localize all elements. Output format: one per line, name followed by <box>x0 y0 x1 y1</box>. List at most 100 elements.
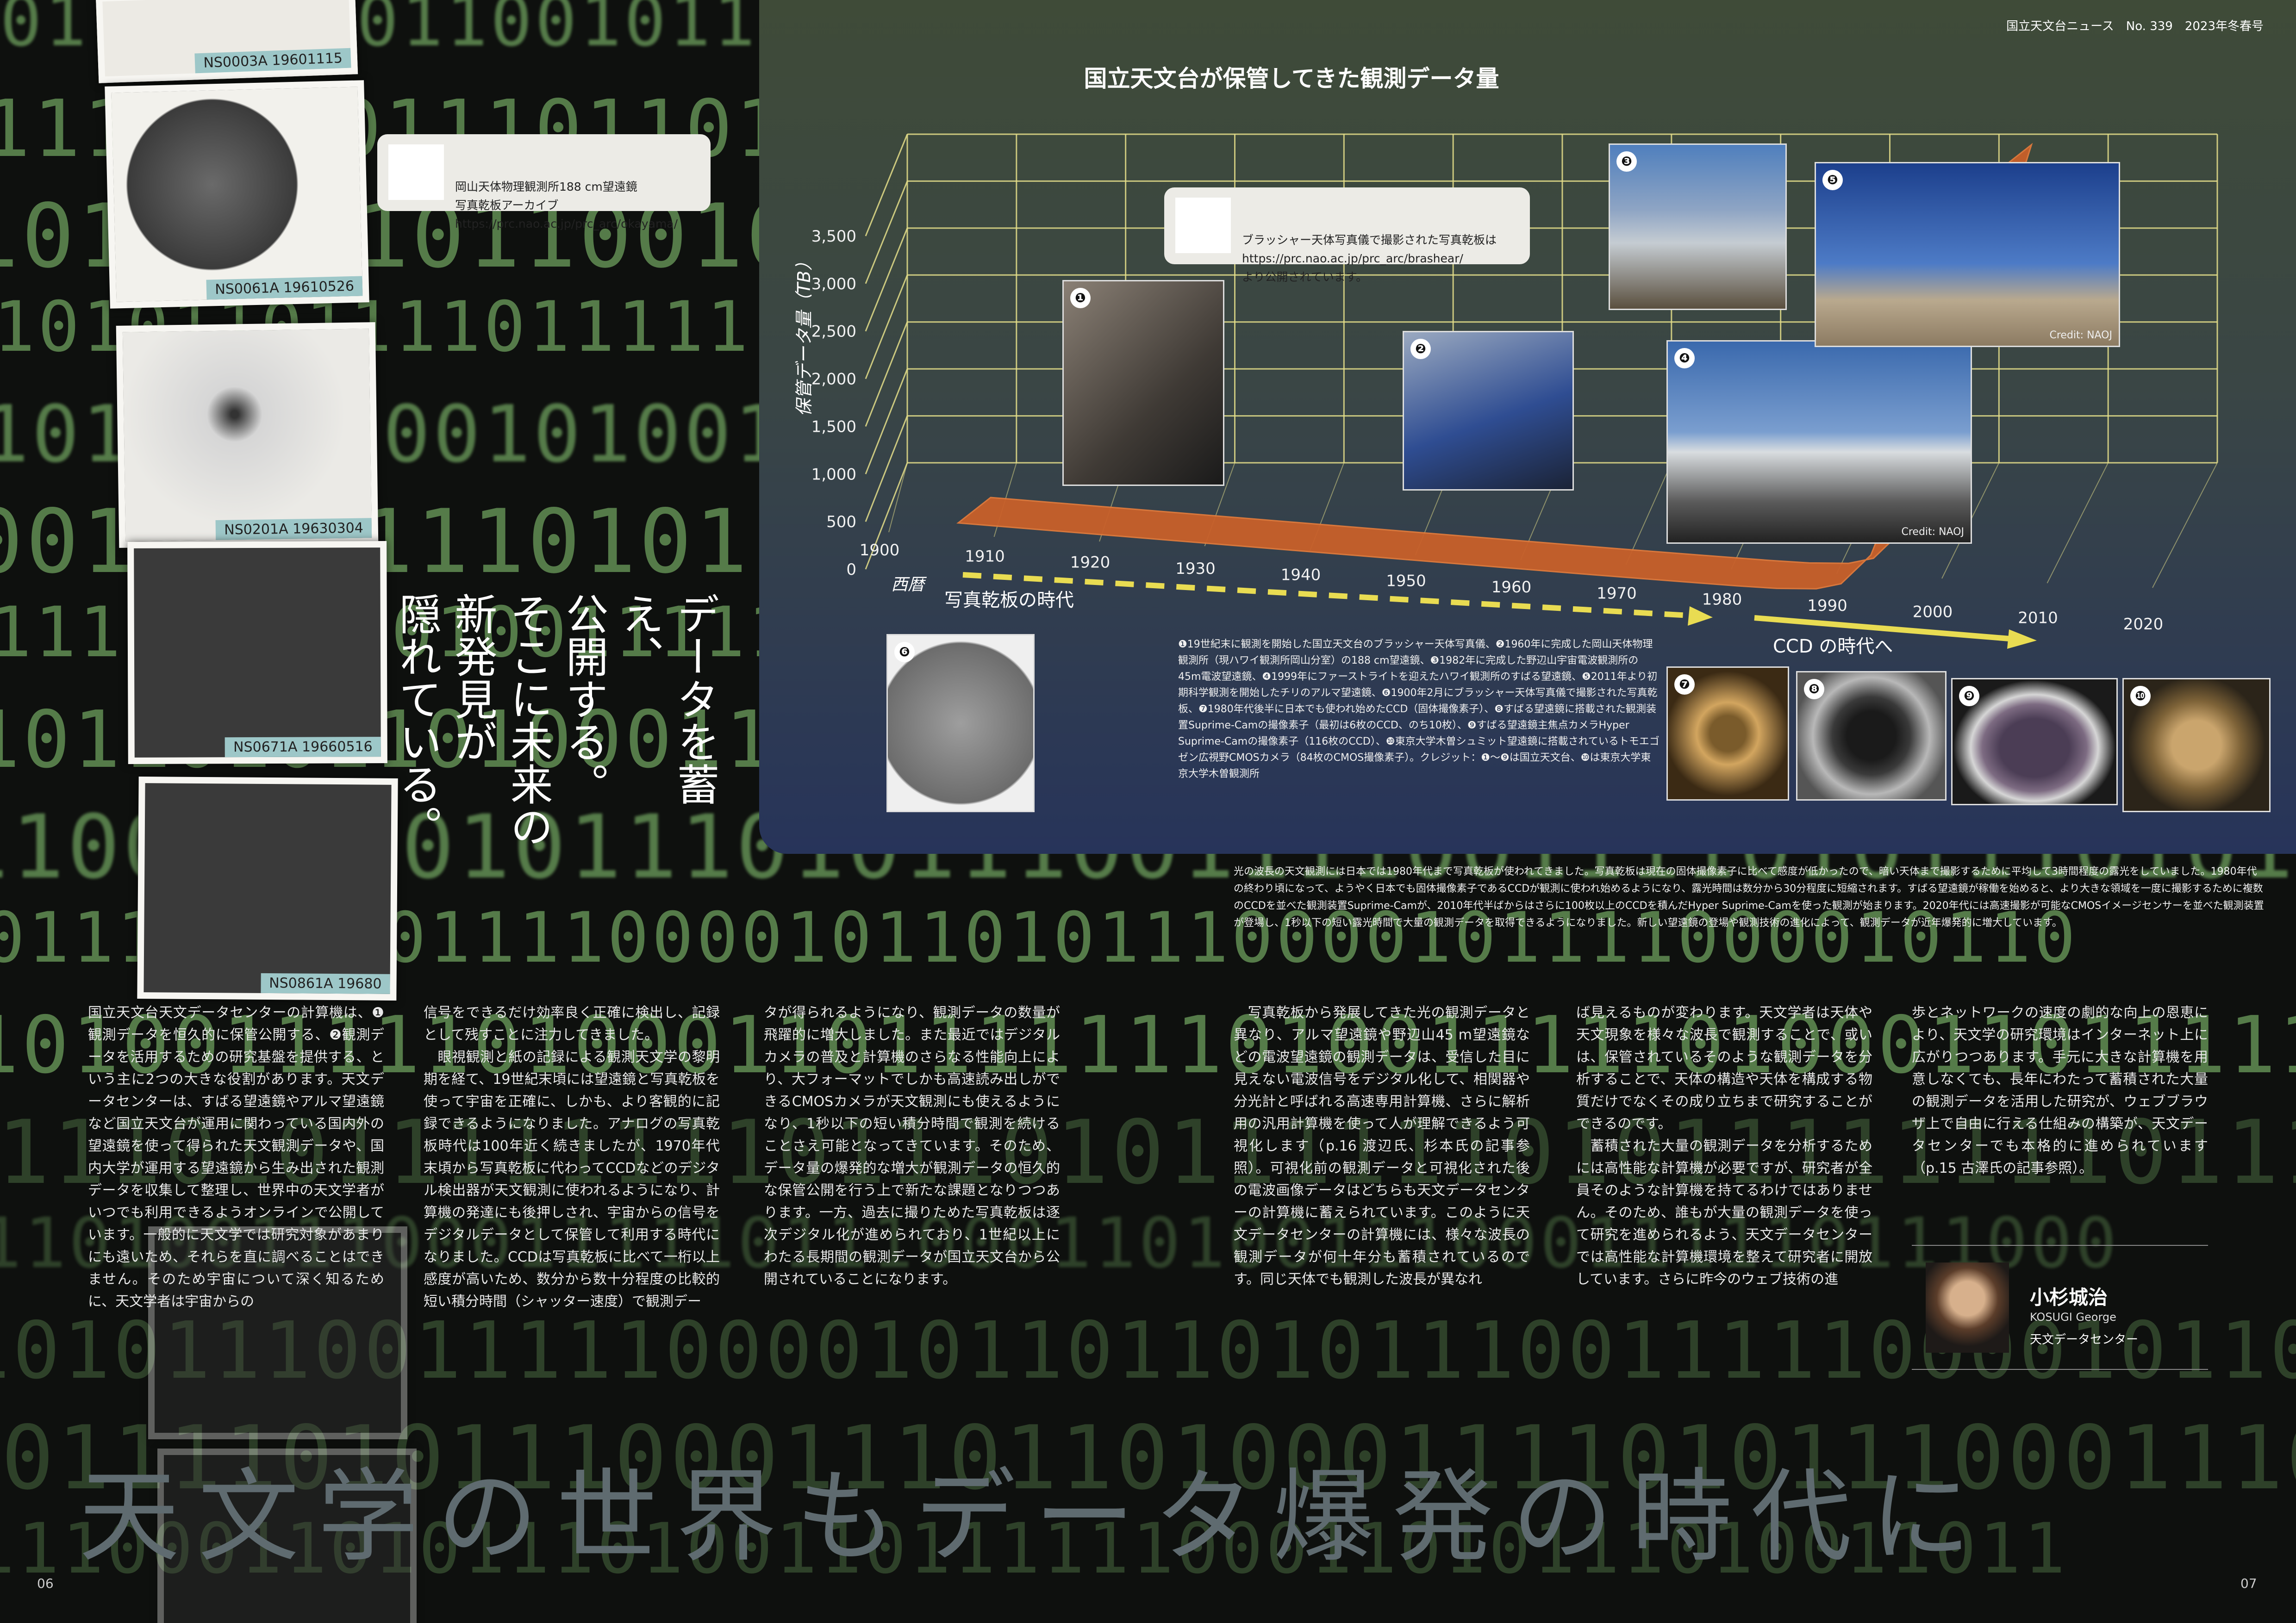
photographic-plate: NS0201A 19630304 <box>116 322 379 548</box>
headline-line-1: データを蓄え、 <box>614 592 719 805</box>
okayama-callout: 岡山天体物理観測所188 cm望遠鏡 写真乾板アーカイブ https://prc… <box>377 134 711 230</box>
x-tick-label: 1940 <box>1281 566 1321 584</box>
photo-nobeyama-radio: ❸ <box>1609 143 1787 310</box>
photo-number-badge: ❷ <box>1410 339 1431 359</box>
gridline <box>865 416 908 522</box>
photo-number-badge: ❹ <box>1674 348 1695 368</box>
photo-tomoe-gozen: ❿ <box>2122 678 2271 812</box>
photographic-plate <box>148 1226 407 1439</box>
era-label-photographic: 写真乾板の時代 <box>944 590 1074 611</box>
okayama-callout-text: 岡山天体物理観測所188 cm望遠鏡 写真乾板アーカイブ https://prc… <box>455 180 678 230</box>
chart-panel: 国立天文台ニュース No. 339 2023年冬春号 国立天文台が保管してきた観… <box>759 0 2296 854</box>
photo-number-badge: ❼ <box>1674 674 1695 695</box>
plate-id-label: NS0003A 19601115 <box>194 48 351 74</box>
photo-number-badge: ❽ <box>1804 679 1824 699</box>
page-number-right: 07 <box>2240 1576 2257 1591</box>
author-affiliation: 天文データセンター <box>2030 1333 2139 1347</box>
binary-row: 0011110101110001110110100011110101110001… <box>0 1407 2296 1509</box>
x-tick-label: 2000 <box>1913 603 1953 621</box>
era-arrowhead <box>1688 606 1713 626</box>
headline-line-5: 隠れている。 <box>392 592 442 848</box>
gridline <box>865 274 908 379</box>
headline: データを蓄え、 公開する。 そこに未来の 新発見が 隠れている。 <box>392 592 722 852</box>
binary-row: 1110101111111101110101111110101111111101… <box>0 1101 2296 1204</box>
headline-line-2: 公開する。 <box>559 592 608 805</box>
photo-plate-1900: ❻ <box>886 634 1035 812</box>
page-title: 天文学の世界もデータ爆発の時代に <box>79 1459 1990 1576</box>
photographic-plate: NS0861A 19680 <box>137 777 398 1001</box>
photo-ccd-1980s: ❼ <box>1666 666 1789 801</box>
photo-number-badge: ❺ <box>1822 170 1843 190</box>
gridline <box>865 228 908 332</box>
photographic-plate: NS0061A 19610526 <box>105 80 369 309</box>
publication-header: 国立天文台ニュース No. 339 2023年冬春号 <box>2006 19 2264 33</box>
brashear-qr-icon <box>1175 198 1231 253</box>
y-tick-label: 1,500 <box>811 417 856 436</box>
photo-number-badge: ❻ <box>894 642 915 662</box>
gridline <box>888 462 908 533</box>
photo-number-badge: ❾ <box>1959 686 1979 706</box>
chart-note: 光の波長の天文観測には日本では1980年代まで写真乾板が使われてきました。写真乾… <box>1234 866 2264 929</box>
brashear-callout-text: ブラッシャー天体写真儀で撮影された写真乾板は https://prc.nao.a… <box>1242 233 1497 284</box>
photographic-plate: NS0003A 19601115 <box>95 0 358 83</box>
binary-row: 1101001111101000110111111101001111101000… <box>0 1000 2296 1091</box>
body-column-3: タが得られるようになり、観測データの数量が飛躍的に増大しました。また最近ではデジ… <box>764 1005 1060 1287</box>
okayama-qr-icon <box>388 144 444 200</box>
x-tick-label: 1910 <box>965 547 1005 566</box>
x-tick-label: 1980 <box>1702 591 1742 609</box>
body-column-5: ば見えるものが変わります。天文学者は天体や天文現象を様々な波長で観測することで、… <box>1576 1005 1872 1287</box>
author-block: 小杉城治 KOSUGI George 天文データセンター <box>1912 1245 2208 1370</box>
y-tick-label: 2,500 <box>811 323 856 341</box>
x-tick-label: 1960 <box>1491 578 1532 597</box>
headline-line-3: そこに未来の <box>503 592 553 848</box>
photo-number-badge: ❿ <box>2130 686 2151 706</box>
photo-number-badge: ❶ <box>1070 288 1091 308</box>
binary-row: 1101001110001111101110001101001110001111… <box>0 1203 2120 1284</box>
photo-number-badge: ❸ <box>1616 151 1637 172</box>
body-column-1: 国立天文台天文データセンターの計算機は、❶観測データを恒久的に保管公開する、❷観… <box>88 1005 384 1310</box>
y-tick-label: 0 <box>846 560 856 579</box>
gridline <box>1625 462 1672 565</box>
x-tick-label: 1950 <box>1386 572 1426 591</box>
era-label-ccd: CCD の時代へ <box>1773 636 1893 657</box>
photographic-plate <box>157 1449 417 1623</box>
gridline <box>865 462 908 570</box>
era-arrowhead <box>2007 629 2037 649</box>
photo-credit: Credit: NAOJ <box>1901 526 1965 538</box>
y-tick-label: 3,000 <box>811 275 856 293</box>
y-axis-label: 保管データ量（TB） <box>794 253 814 417</box>
photo-brashear-telescope: ❶ <box>1062 280 1224 486</box>
x-tick-label: 2020 <box>2123 615 2164 634</box>
x-tick-label: 2010 <box>2018 609 2058 628</box>
binary-row: 1010111001111100001011011010111001111100… <box>0 1305 2296 1397</box>
x-tick-label: 1900 <box>860 541 900 560</box>
y-tick-label: 3,500 <box>811 227 856 246</box>
chart-title: 国立天文台が保管してきた観測データ量 <box>1084 65 1499 92</box>
body-column-2: 信号をできるだけ効率良く正確に検出し、記録として残すことに注力してきました。 眼… <box>424 1005 720 1310</box>
gridline <box>865 180 908 284</box>
binary-row: 1111000110101110100110111111000110101110… <box>0 1509 2068 1589</box>
x-tick-label: 1920 <box>1070 553 1111 572</box>
plate-id-label: NS0861A 19680 <box>261 973 390 994</box>
chart-caption: ❶19世紀末に観測を開始した国立天文台のブラッシャー天体写真儀、❷1960年に完… <box>1178 639 1660 780</box>
plate-id-label: NS0671A 19660516 <box>225 737 381 758</box>
body-column-4: 写真乾板から発展してきた光の観測データと異なり、アルマ望遠鏡や野辺山45 m望遠… <box>1234 1005 1530 1287</box>
headline-line-4: 新発見が <box>448 592 497 763</box>
era-arrow-ccd <box>1754 615 2009 641</box>
x-tick-label: 1990 <box>1807 597 1847 615</box>
photographic-plate: NS0671A 19660516 <box>127 541 387 764</box>
y-tick-label: 1,000 <box>811 465 856 484</box>
author-avatar <box>1926 1262 2009 1353</box>
photo-subaru-telescope: ❹ Credit: NAOJ <box>1666 340 1972 544</box>
x-tick-label: 1930 <box>1175 560 1216 578</box>
photo-alma: ❺ Credit: NAOJ <box>1815 162 2120 347</box>
x-axis-label: 西暦 <box>891 575 927 594</box>
brashear-callout: ブラッシャー天体写真儀で撮影された写真乾板は https://prc.nao.a… <box>1164 187 1530 284</box>
photo-suprime-cam: ❽ <box>1796 671 1947 801</box>
photo-credit: Credit: NAOJ <box>2049 330 2113 341</box>
page-number-left: 06 <box>37 1576 54 1591</box>
gridline <box>865 368 908 474</box>
gridline <box>865 134 908 236</box>
